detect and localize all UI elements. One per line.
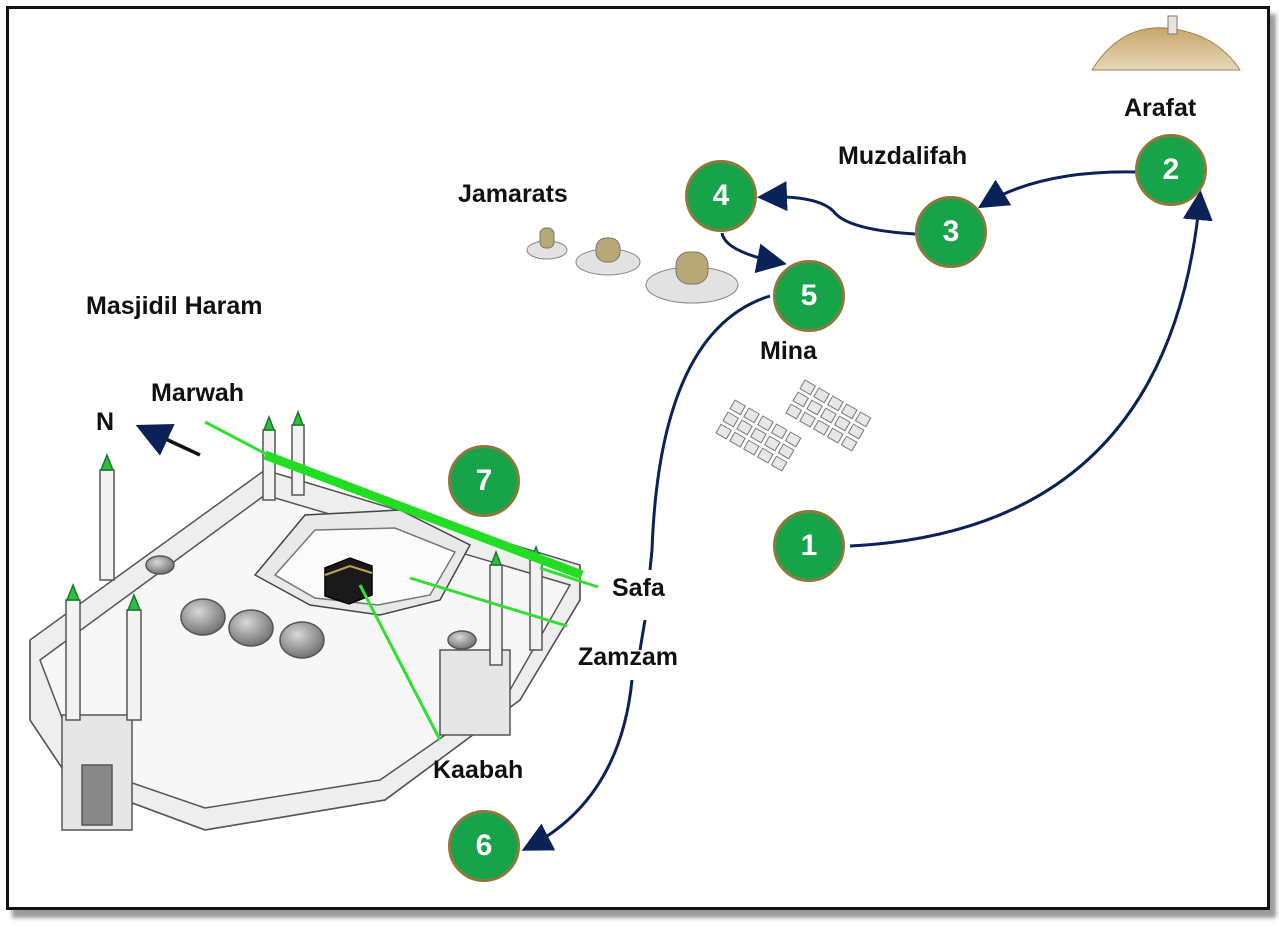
- masjidil-haram-illustration: [29, 409, 581, 831]
- sai-corridor-line: [263, 450, 584, 580]
- safa-pointer-line: [539, 566, 599, 589]
- label-arafat: Arafat: [1124, 94, 1197, 122]
- label-zamzam: Zamzam: [578, 643, 679, 671]
- route-arrow-4-to-5: [720, 232, 787, 274]
- zamzam-pointer-line: [409, 576, 568, 628]
- route-arrows: [527, 170, 1213, 848]
- step-5-circle: 5: [773, 260, 845, 332]
- route-arrow-2-to-3: [977, 170, 1137, 209]
- route-arrow-1-to-2: [849, 190, 1213, 548]
- step-7-circle: 7: [448, 445, 520, 517]
- step-4-circle: 4: [685, 160, 757, 232]
- step-3-circle: 3: [915, 196, 987, 268]
- label-safa: Safa: [612, 574, 665, 602]
- mina-tents-illustration: [715, 379, 872, 472]
- jamarat-pillars-illustration: [526, 227, 739, 304]
- label-mina: Mina: [760, 337, 817, 365]
- arafat-hill-illustration: [1091, 15, 1241, 71]
- step-2-circle: 2: [1135, 134, 1207, 206]
- route-arrow-5-to-6: [527, 294, 771, 848]
- label-jamarats: Jamarats: [458, 180, 568, 208]
- label-masjidil-haram: Masjidil Haram: [86, 292, 263, 320]
- pointer-lines: [204, 420, 599, 741]
- label-kaabah: Kaabah: [433, 756, 524, 784]
- marwah-pointer-line: [204, 420, 269, 457]
- label-north: N: [96, 408, 115, 436]
- label-muzdalifah: Muzdalifah: [838, 142, 968, 170]
- route-arrow-3-to-4: [757, 181, 916, 236]
- step-6-circle: 6: [448, 810, 520, 882]
- north-arrow: [135, 423, 201, 457]
- kaabah-pointer-line: [358, 584, 442, 741]
- label-marwah: Marwah: [151, 379, 245, 407]
- step-1-circle: 1: [773, 510, 845, 582]
